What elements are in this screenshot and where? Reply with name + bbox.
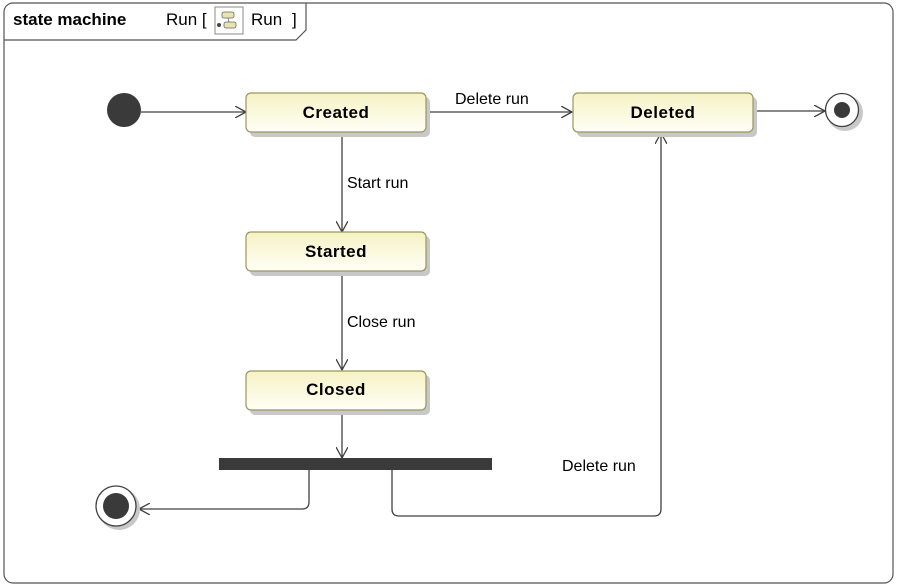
state-started-label: Started <box>305 242 367 261</box>
transition-start-run: Start run <box>347 175 408 192</box>
frame-name-prefix: Run [ <box>166 10 207 29</box>
edge-join-to-final <box>139 470 310 509</box>
frame-name-tab <box>4 3 307 41</box>
edge-join-to-deleted <box>391 133 661 517</box>
state-machine-diagram-icon <box>214 6 244 35</box>
transition-close-run: Close run <box>347 314 415 331</box>
final-node-top-right <box>824 92 863 131</box>
diagram-frame <box>3 2 894 584</box>
transition-delete-run-top: Delete run <box>455 91 529 108</box>
frame-keyword: state machine <box>13 10 126 29</box>
state-closed[interactable]: Closed <box>245 370 430 415</box>
state-deleted-label: Deleted <box>631 103 696 122</box>
final-node-bottom-left <box>95 485 140 530</box>
state-closed-label: Closed <box>306 380 366 399</box>
transition-delete-run-bottom: Delete run <box>562 458 636 475</box>
state-deleted[interactable]: Deleted <box>572 92 757 137</box>
join-bar <box>219 458 492 470</box>
frame-name: Run <box>251 10 282 29</box>
state-created[interactable]: Created <box>245 92 430 137</box>
state-started[interactable]: Started <box>245 231 430 276</box>
frame-name-suffix: ] <box>292 10 297 29</box>
initial-node <box>107 93 141 127</box>
state-created-label: Created <box>303 103 370 122</box>
